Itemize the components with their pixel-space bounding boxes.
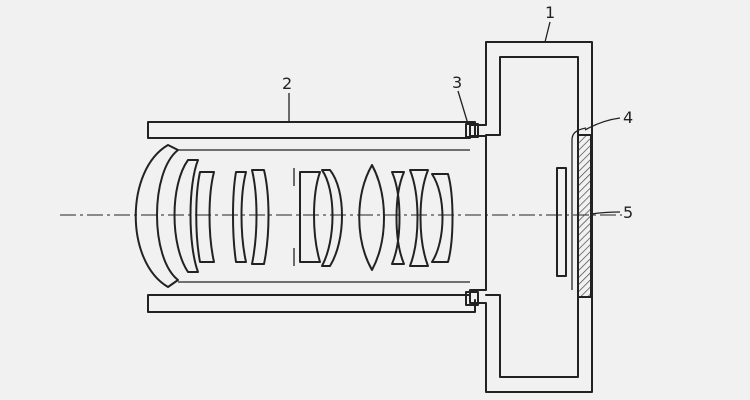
leader-line-5 xyxy=(590,211,621,215)
label-camera-body: 1 xyxy=(545,3,555,22)
lens-group-1 xyxy=(173,159,199,273)
lens-group-4c xyxy=(409,169,429,267)
mount-upper xyxy=(465,123,479,138)
lens-group-4a xyxy=(358,164,385,271)
leader-line-3 xyxy=(457,90,469,125)
leader-line-4 xyxy=(584,117,621,131)
lens-barrel-lower xyxy=(147,294,476,313)
front-lens-element xyxy=(134,144,179,288)
lens-group-1b xyxy=(195,171,215,263)
label-lens-barrel: 2 xyxy=(282,74,292,93)
camera-body-inner xyxy=(485,56,579,378)
lens-group-2b xyxy=(251,169,270,265)
lens-group-3a xyxy=(299,171,321,263)
mount-lower xyxy=(465,291,479,306)
leader-line-1 xyxy=(544,21,551,43)
lens-group-3b xyxy=(321,169,343,267)
label-filter: 4 xyxy=(623,108,633,127)
lens-group-2a xyxy=(232,171,247,263)
lens-group-4d xyxy=(431,173,454,263)
image-sensor xyxy=(577,134,592,298)
label-image-sensor: 5 xyxy=(623,203,633,222)
lens-group-4b xyxy=(391,171,405,265)
sensor-cover-glass xyxy=(571,127,587,290)
label-mount: 3 xyxy=(452,73,462,92)
optical-filter xyxy=(556,167,567,277)
camera-body xyxy=(469,41,593,393)
lens-barrel-upper xyxy=(147,121,476,139)
